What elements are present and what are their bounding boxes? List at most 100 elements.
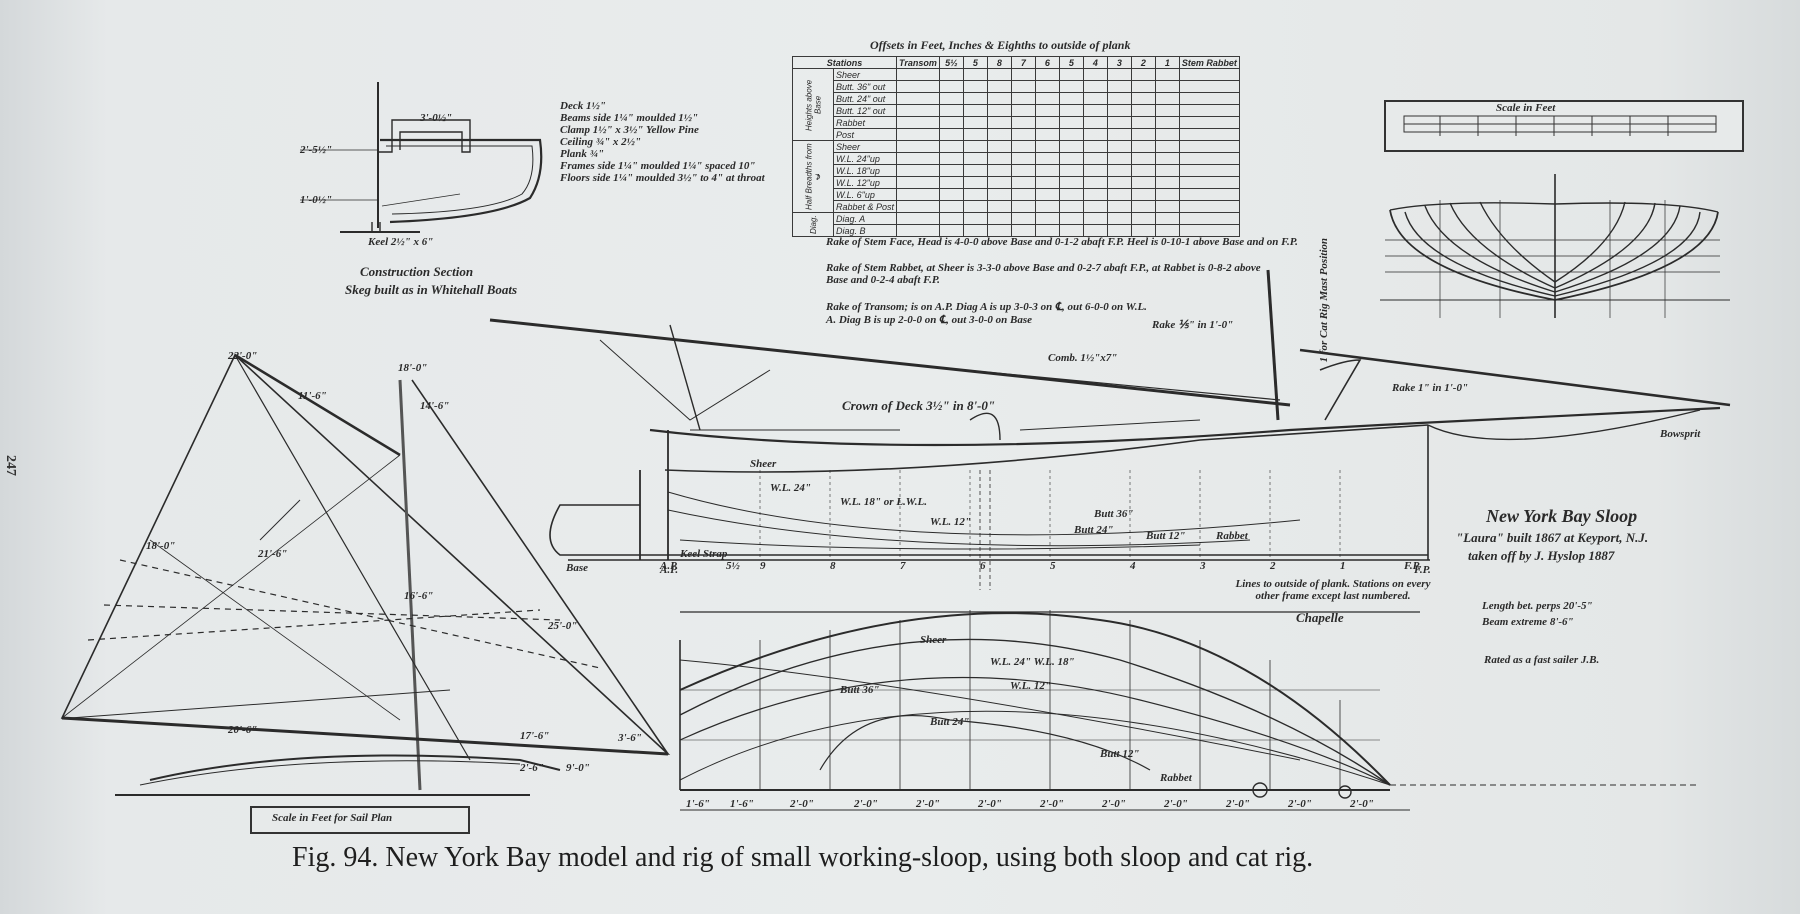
offsets-cell	[1130, 200, 1156, 213]
offsets-cell	[1154, 68, 1180, 81]
sail-dim: 2'-6"	[520, 762, 544, 774]
offsets-cell	[1178, 140, 1240, 153]
sail-dim: 16'-6"	[404, 590, 434, 602]
spacing-mark: 2'-0"	[1102, 798, 1126, 810]
offsets-cell	[1058, 188, 1084, 201]
offsets-cell	[938, 188, 964, 201]
sail-plan	[60, 353, 671, 796]
offsets-cell	[938, 152, 964, 165]
offsets-cell	[1178, 224, 1240, 237]
offsets-cell	[896, 128, 940, 141]
offsets-cell	[986, 68, 1012, 81]
offsets-cell	[1058, 80, 1084, 93]
vessel-rated: Rated as a fast sailer J.B.	[1484, 654, 1600, 666]
note-rake-stem-rabbet: Rake of Stem Rabbet, at Sheer is 3-3-0 a…	[826, 262, 1261, 286]
construction-subtitle: Skeg built as in Whitehall Boats	[345, 282, 518, 297]
profile-label: F.P.	[1414, 564, 1431, 576]
offsets-cell	[896, 152, 940, 165]
offsets-cell	[938, 212, 964, 225]
offsets-cell	[896, 164, 940, 177]
offsets-cell	[1058, 68, 1084, 81]
offsets-cell	[986, 80, 1012, 93]
offsets-cell	[986, 104, 1012, 117]
offsets-cell	[1154, 116, 1180, 129]
offsets-cell	[938, 176, 964, 189]
offsets-cell	[1034, 140, 1060, 153]
offsets-cell	[938, 68, 964, 81]
offsets-cell	[962, 92, 988, 105]
offsets-cell	[1058, 164, 1084, 177]
offsets-cell	[896, 176, 940, 189]
offsets-cell	[1178, 212, 1240, 225]
offsets-cell	[1130, 92, 1156, 105]
offsets-cell	[1082, 80, 1108, 93]
offsets-cell	[1178, 188, 1240, 201]
offsets-cell	[1106, 212, 1132, 225]
construction-dim: 2'-5½"	[300, 144, 333, 156]
offsets-cell	[962, 200, 988, 213]
offsets-row-label: Sheer	[832, 140, 898, 153]
offsets-cell	[896, 188, 940, 201]
offsets-header-cell: 6	[1034, 56, 1060, 69]
offsets-cell	[1106, 176, 1132, 189]
offsets-row: W.L. 24"up	[793, 152, 1240, 165]
sail-dim: 25'-0"	[548, 620, 578, 632]
offsets-cell	[1106, 92, 1132, 105]
spec-line: Deck 1½"	[560, 100, 606, 112]
offsets-cell	[1034, 92, 1060, 105]
offsets-cell	[1034, 128, 1060, 141]
station-num: 5	[1050, 560, 1056, 572]
offsets-header-cell: 4	[1082, 56, 1108, 69]
offsets-cell	[962, 152, 988, 165]
offsets-header-cell: 2	[1130, 56, 1156, 69]
offsets-cell	[1106, 152, 1132, 165]
offsets-cell	[986, 212, 1012, 225]
offsets-cell	[896, 68, 940, 81]
offsets-cell	[1034, 164, 1060, 177]
offsets-cell	[1010, 128, 1036, 141]
offsets-cell	[938, 80, 964, 93]
note-crown-deck: Crown of Deck 3½" in 8'-0"	[842, 398, 996, 413]
station-num: 1	[1340, 560, 1346, 572]
offsets-cell	[1082, 188, 1108, 201]
offsets-cell	[1106, 116, 1132, 129]
station-numbers: A.P. 5½ 9 8 7 6 5 4 3 2 1 F.P.	[660, 560, 1430, 576]
sail-dim: 14'-6"	[420, 400, 450, 412]
offsets-cell	[1034, 104, 1060, 117]
offsets-cell	[1106, 80, 1132, 93]
offsets-cell	[1058, 176, 1084, 189]
offsets-cell	[986, 116, 1012, 129]
offsets-row: Butt. 12" out	[793, 104, 1240, 117]
station-num: 8	[830, 560, 836, 572]
offsets-row-label: Post	[832, 128, 898, 141]
offsets-cell	[1082, 176, 1108, 189]
offsets-cell	[1034, 176, 1060, 189]
sail-dim: 21'-6"	[258, 548, 288, 560]
offsets-cell	[986, 152, 1012, 165]
plan-label: Butt 24"	[930, 716, 970, 728]
offsets-cell	[986, 140, 1012, 153]
offsets-row-label: Butt. 36" out	[832, 80, 898, 93]
offsets-cell	[1154, 140, 1180, 153]
offsets-cell	[938, 200, 964, 213]
offsets-cell	[1154, 92, 1180, 105]
offsets-cell	[1106, 140, 1132, 153]
offsets-cell	[962, 80, 988, 93]
offsets-cell	[1010, 164, 1036, 177]
offsets-cell	[896, 212, 940, 225]
scale-bar: Scale in Feet	[1384, 100, 1744, 152]
offsets-row: Diag.Diag. A	[792, 212, 1240, 237]
offsets-cell	[1130, 104, 1156, 117]
offsets-cell	[938, 92, 964, 105]
construction-dim: 1'-0½"	[300, 194, 333, 206]
offsets-row: W.L. 6"up	[793, 188, 1240, 201]
profile-label: W.L. 24"	[770, 482, 812, 494]
profile-label: Comb. 1½"x7"	[1048, 352, 1118, 364]
offsets-cell	[1058, 224, 1084, 237]
profile-label: Base	[566, 562, 588, 574]
vessel-length: Length bet. perps 20'-5"	[1482, 600, 1593, 612]
body-plan	[1380, 174, 1730, 318]
offsets-row: Rabbet & Post	[793, 200, 1240, 213]
offsets-header-cell: Stem Rabbet	[1178, 56, 1240, 69]
